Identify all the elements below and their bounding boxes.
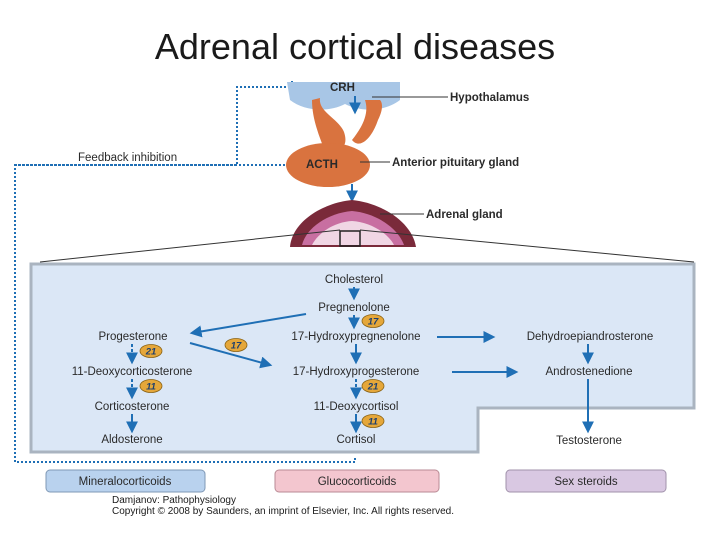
enzyme-21-badge-2: 21 xyxy=(361,379,385,393)
sex-steroids-box: Sex steroids xyxy=(505,469,667,493)
sex-steroids-label: Sex steroids xyxy=(554,476,618,488)
dehydroepiandrosterone-label: Dehydroepiandrosterone xyxy=(527,331,654,343)
enzyme-11-badge-2: 11 xyxy=(361,414,385,428)
svg-text:21: 21 xyxy=(145,347,157,358)
hypothalamus-label: Hypothalamus xyxy=(450,92,529,104)
adrenal-cortex-panel xyxy=(29,262,696,454)
feedback-inhibition-label: Feedback inhibition xyxy=(78,152,177,164)
mineralocorticoids-box: Mineralocorticoids xyxy=(45,469,206,493)
mineralocorticoids-label: Mineralocorticoids xyxy=(79,476,172,488)
androstenedione-label: Androstenedione xyxy=(546,366,633,378)
svg-text:17: 17 xyxy=(231,341,242,352)
enzyme-17-badge-1: 17 xyxy=(361,314,385,328)
slide-title: Adrenal cortical diseases xyxy=(154,26,556,67)
anterior-pituitary-shape xyxy=(286,143,370,187)
11-deoxycorticosterone-label: 11-Deoxycorticosterone xyxy=(72,366,193,378)
source-credit: Damjanov: Pathophysiology xyxy=(112,495,236,506)
copyright-notice: Copyright © 2008 by Saunders, an imprint… xyxy=(112,506,454,517)
testosterone-label: Testosterone xyxy=(556,435,622,447)
cortisol-label: Cortisol xyxy=(337,434,376,446)
17-hydroxypregnenolone-label: 17-Hydroxypregnenolone xyxy=(291,331,420,343)
cholesterol-label: Cholesterol xyxy=(325,274,383,286)
glucocorticoids-label: Glucocorticoids xyxy=(318,476,397,488)
enzyme-21-badge-1: 21 xyxy=(139,344,163,358)
acth-label: ACTH xyxy=(306,159,338,171)
11-deoxycortisol-label: 11-Deoxycortisol xyxy=(314,401,399,413)
corticosterone-label: Corticosterone xyxy=(95,401,170,413)
17-hydroxyprogesterone-label: 17-Hydroxyprogesterone xyxy=(293,366,420,378)
aldosterone-label: Aldosterone xyxy=(101,434,162,446)
svg-text:11: 11 xyxy=(368,417,378,428)
svg-text:11: 11 xyxy=(146,382,156,393)
enzyme-17-badge-2: 17 xyxy=(224,338,248,352)
adrenal-gland-label: Adrenal gland xyxy=(426,209,503,221)
svg-text:17: 17 xyxy=(368,317,379,328)
svg-text:21: 21 xyxy=(367,382,379,393)
pregnenolone-label: Pregnenolone xyxy=(318,302,390,314)
glucocorticoids-box: Glucocorticoids xyxy=(274,469,440,493)
pathway-arrows xyxy=(126,287,594,434)
progesterone-label: Progesterone xyxy=(98,331,167,343)
enzyme-11-badge-1: 11 xyxy=(139,379,163,393)
crh-label: CRH xyxy=(330,82,355,94)
pituitary-stalk xyxy=(312,98,346,154)
anterior-pituitary-label: Anterior pituitary gland xyxy=(392,157,519,169)
